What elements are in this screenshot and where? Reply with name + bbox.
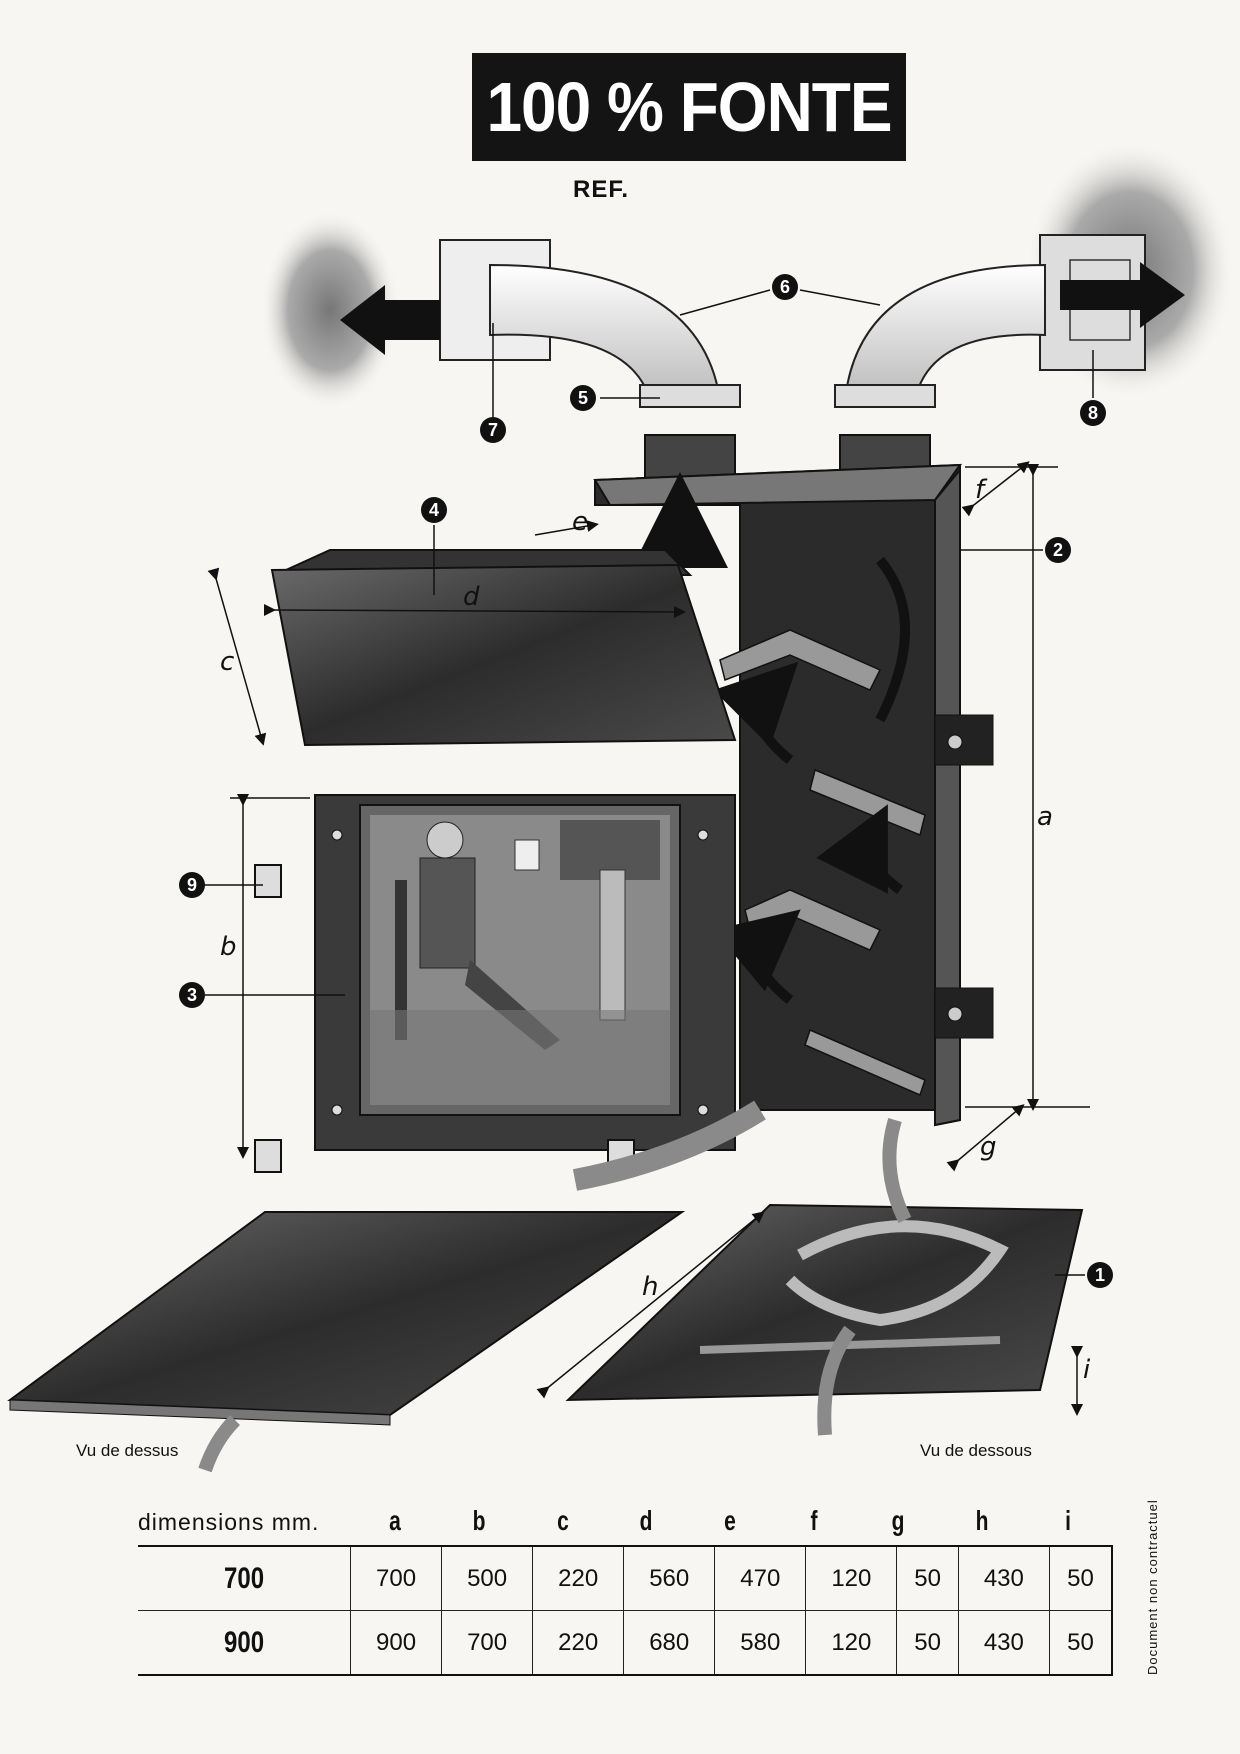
- front-door: [314, 794, 736, 1151]
- callout-8: [1080, 400, 1106, 426]
- model-cell: 700: [138, 1545, 351, 1611]
- table-cell: 220: [532, 1545, 625, 1611]
- table-cell: 470: [714, 1545, 807, 1611]
- dimensions-table: 700 700 500 220 560 470 120 50 430 50 90…: [138, 1545, 1113, 1676]
- airflow-arrow-4: [198, 1415, 241, 1473]
- side-note: Document non contractuel: [1145, 1499, 1160, 1675]
- dim-letter-f: f: [975, 475, 988, 505]
- right-duct: [834, 234, 1146, 481]
- callout-2-label: 2: [1053, 540, 1063, 560]
- column-header-c: c: [557, 1505, 569, 1536]
- dim-letter-d: d: [463, 582, 480, 612]
- table-cell: 900: [349, 1610, 443, 1676]
- column-header-i: i: [1065, 1505, 1071, 1536]
- airflow-arrow-1: [572, 1100, 766, 1191]
- callout-7: [480, 417, 506, 443]
- model-cell: 900: [138, 1610, 351, 1676]
- column-header-h: h: [975, 1505, 989, 1536]
- callout-badges: 6 5 7 8 4 2 9 3 1: [179, 274, 1113, 1288]
- callout-7-label: 7: [488, 420, 498, 440]
- table-cell: 50: [1048, 1545, 1113, 1611]
- table-cell: 220: [532, 1610, 625, 1676]
- exhaust-arrow-right: [1060, 262, 1185, 328]
- dim-letter-i: i: [1083, 1355, 1091, 1385]
- callout-1: [1087, 1262, 1113, 1288]
- table-cell: 680: [623, 1610, 716, 1676]
- smoke-left: [260, 210, 400, 410]
- column-header-b: b: [472, 1505, 486, 1536]
- column-header-g: g: [891, 1505, 905, 1536]
- callout-9-label: 9: [187, 875, 197, 895]
- stove-body: [593, 463, 994, 1127]
- column-header-a: a: [389, 1505, 401, 1536]
- caption-top-view: Vu de dessus: [76, 1441, 179, 1460]
- table-cell: 50: [896, 1545, 959, 1611]
- column-header-d: d: [639, 1505, 653, 1536]
- exhaust-arrow-left: [340, 285, 440, 355]
- callout-1-label: 1: [1095, 1265, 1105, 1285]
- dim-letter-a: a: [1037, 802, 1053, 832]
- callout-4-label: 4: [429, 500, 439, 520]
- column-header-f: f: [810, 1505, 818, 1536]
- dim-letter-h: h: [642, 1272, 658, 1302]
- dimensions-header: dimensions mm. a b c d e f g h i: [138, 1505, 1113, 1545]
- left-duct: [439, 239, 741, 481]
- model-label: 700: [223, 1561, 265, 1595]
- title-text: 100 % FONTE: [486, 68, 892, 146]
- model-label: 900: [223, 1625, 265, 1659]
- table-cell: 120: [805, 1545, 898, 1611]
- table-cell: 700: [349, 1545, 443, 1611]
- table-cell: 430: [957, 1610, 1050, 1676]
- table-row: 900 900 700 220 680 580 120 50 430 50: [138, 1610, 1113, 1676]
- table-cell: 430: [957, 1545, 1050, 1611]
- ref-label: REF.: [573, 176, 630, 203]
- dimension-lines: [207, 461, 1090, 1416]
- caption-bottom-view: Vu de dessous: [920, 1441, 1032, 1460]
- callout-6-label: 6: [780, 277, 790, 297]
- dim-letter-c: c: [220, 647, 234, 677]
- airflow-arrow-3: [817, 1325, 856, 1436]
- dim-letter-g: g: [980, 1132, 997, 1162]
- table-row: 700 700 500 220 560 470 120 50 430 50: [138, 1545, 1113, 1611]
- callout-5-label: 5: [578, 388, 588, 408]
- table-cell: 580: [714, 1610, 807, 1676]
- table-cell: 120: [805, 1610, 898, 1676]
- dimensions-header-label: dimensions mm.: [138, 1509, 320, 1535]
- table-cell: 700: [441, 1610, 534, 1676]
- table-cell: 560: [623, 1545, 716, 1611]
- dim-letter-e: e: [572, 507, 588, 537]
- callout-6: [772, 274, 798, 300]
- table-cell: 500: [441, 1545, 534, 1611]
- callout-4: [421, 497, 447, 523]
- top-plate: [270, 549, 737, 747]
- callout-5: [570, 385, 596, 411]
- callout-3-label: 3: [187, 985, 197, 1005]
- dim-letter-b: b: [220, 932, 237, 962]
- callout-3: [179, 982, 205, 1008]
- column-header-e: e: [724, 1505, 736, 1536]
- table-cell: 50: [1048, 1610, 1113, 1676]
- callout-2: [1045, 537, 1071, 563]
- dimension-letters: a b c d e f g h i: [220, 475, 1091, 1385]
- callout-8-label: 8: [1088, 403, 1098, 423]
- callout-9: [179, 872, 205, 898]
- table-cell: 50: [896, 1610, 959, 1676]
- airflow-arrow-2: [882, 1117, 912, 1224]
- leader-lines: [200, 289, 1094, 1276]
- title-banner: 100 % FONTE: [472, 52, 906, 161]
